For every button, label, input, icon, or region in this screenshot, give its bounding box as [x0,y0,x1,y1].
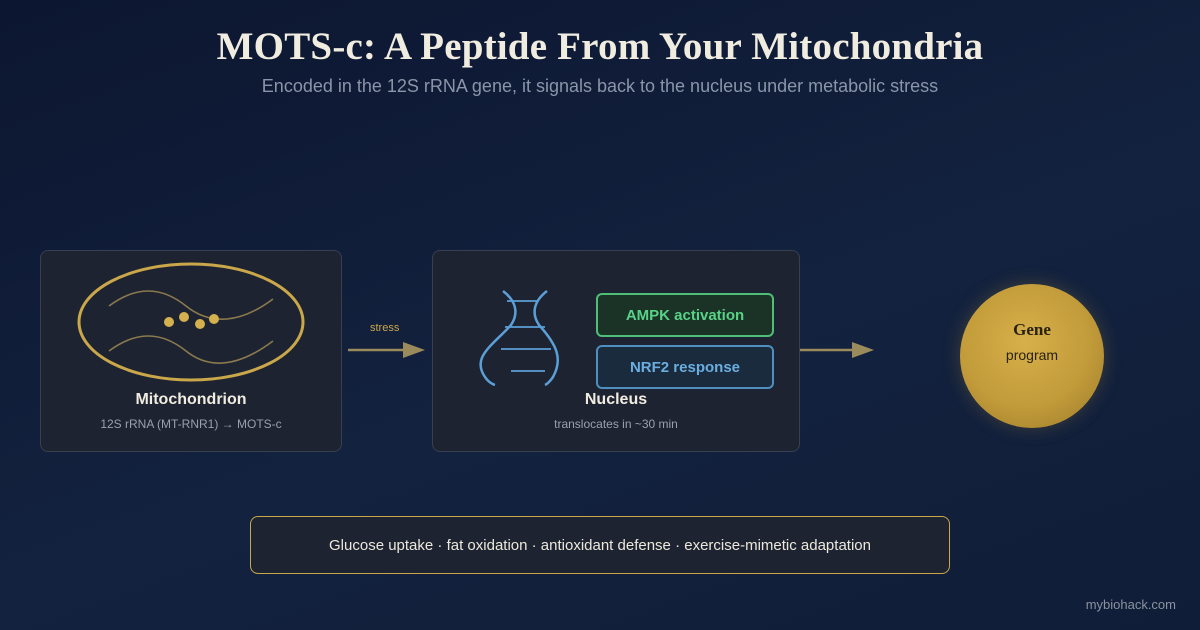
peptide-dot [209,314,219,324]
mitochondrion-detail: 12S rRNA (MT-RNR1) → MOTS-c [100,417,282,431]
gene-subtitle: program [1005,347,1059,363]
page-title: MOTS-c: A Peptide From Your Mitochondria [216,25,984,68]
effects-summary-box: Glucose uptake · fat oxidation · antioxi… [250,516,950,574]
nucleus-detail: translocates in ~30 min [554,417,678,431]
mitochondrion-outer-membrane [77,262,305,382]
peptide-dot [164,317,174,327]
ampk-activation-badge: AMPK activation [596,293,774,337]
stress-arrow-icon [348,342,425,358]
gene-arrow-icon [800,342,874,358]
cristae-fold-top [108,290,274,321]
mitochondrion-panel: Mitochondrion 12S rRNA (MT-RNR1) → MOTS-… [40,250,342,452]
nrf2-response-badge: NRF2 response [596,345,774,389]
gene-title: Gene [1013,320,1051,339]
stress-label: stress [370,322,400,334]
peptide-dot [179,312,189,322]
effects-summary-text: Glucose uptake · fat oxidation · antioxi… [329,536,871,554]
peptide-dot [195,319,205,329]
page-subtitle: Encoded in the 12S rRNA gene, it signals… [261,76,939,96]
mitochondrion-icon [77,262,305,382]
mitochondrion-label: Mitochondrion [135,391,247,408]
cristae-fold-bottom [108,335,274,364]
nucleus-label: Nucleus [584,391,648,408]
watermark: mybiohack.com [1085,597,1176,612]
nucleus-panel: AMPK activation NRF2 response Nucleus tr… [432,250,800,452]
dna-helix-icon [479,290,559,387]
gene-program-circle: Gene program [960,284,1104,428]
